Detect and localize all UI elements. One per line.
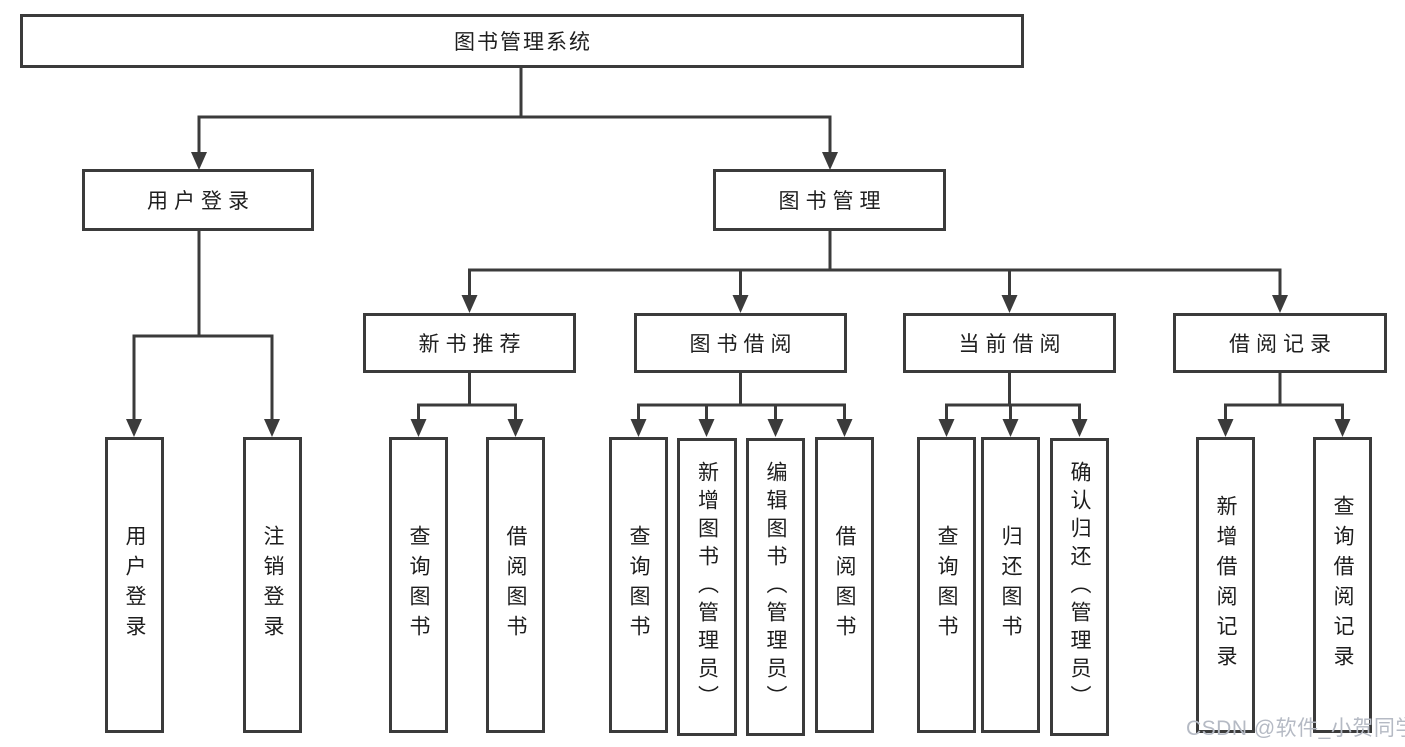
- leaf-label: 借阅图书: [504, 525, 527, 645]
- node-label: 图书管理: [778, 190, 887, 213]
- node-label: 新书推荐: [418, 333, 527, 356]
- node-book-borrowing: 图书借阅: [634, 313, 847, 373]
- leaf-label: 归还图书: [999, 525, 1022, 645]
- node-borrowing-records: 借阅记录: [1173, 313, 1387, 373]
- node-current-borrowing: 当前借阅: [903, 313, 1116, 373]
- node-label: 借阅记录: [1229, 333, 1337, 356]
- leaf-label: 用户登录: [123, 525, 146, 645]
- node-label: 当前借阅: [958, 333, 1067, 356]
- leaf-user-login: 用户登录: [105, 437, 164, 733]
- node-label: 用户登录: [147, 190, 255, 213]
- connector-edges: [132, 68, 1344, 423]
- leaf-label: 注销登录: [261, 525, 284, 645]
- leaf-query-books-recommend: 查询图书: [389, 437, 448, 733]
- leaf-label: 查询图书: [407, 525, 430, 645]
- leaf-return-books: 归还图书: [981, 437, 1040, 733]
- leaf-label: 编辑图书（管理员）: [764, 461, 787, 713]
- leaf-label: 查询图书: [935, 525, 958, 645]
- leaf-logout-login: 注销登录: [243, 437, 302, 733]
- leaf-label: 新增图书（管理员）: [695, 461, 719, 713]
- leaf-query-books-current: 查询图书: [917, 437, 976, 733]
- node-label: 图书借阅: [689, 333, 798, 356]
- leaf-label: 查询图书: [627, 525, 650, 645]
- leaf-borrow-books-borrowing: 借阅图书: [815, 437, 874, 733]
- node-new-book-recommendation: 新书推荐: [363, 313, 576, 373]
- leaf-borrow-books-recommend: 借阅图书: [486, 437, 545, 733]
- leaf-label: 查询借阅记录: [1331, 495, 1354, 675]
- leaf-label: 借阅图书: [833, 525, 856, 645]
- leaf-label: 确认归还（管理员）: [1068, 461, 1091, 713]
- leaf-query-books-borrowing: 查询图书: [609, 437, 668, 733]
- leaf-confirm-return-admin: 确认归还（管理员）: [1050, 438, 1109, 736]
- leaf-query-borrow-record: 查询借阅记录: [1313, 437, 1372, 733]
- leaf-add-borrow-record: 新增借阅记录: [1196, 437, 1255, 733]
- node-label: 图书管理系统: [454, 31, 592, 54]
- node-user-login: 用户登录: [82, 169, 314, 231]
- leaf-label: 新增借阅记录: [1214, 495, 1237, 675]
- node-book-management: 图书管理: [713, 169, 946, 231]
- node-library-management-system: 图书管理系统: [20, 14, 1024, 68]
- leaf-edit-books-admin: 编辑图书（管理员）: [746, 438, 805, 736]
- csdn-watermark: CSDN @软件_小贺同学: [1186, 717, 1405, 740]
- leaf-add-books-admin: 新增图书（管理员）: [677, 438, 737, 736]
